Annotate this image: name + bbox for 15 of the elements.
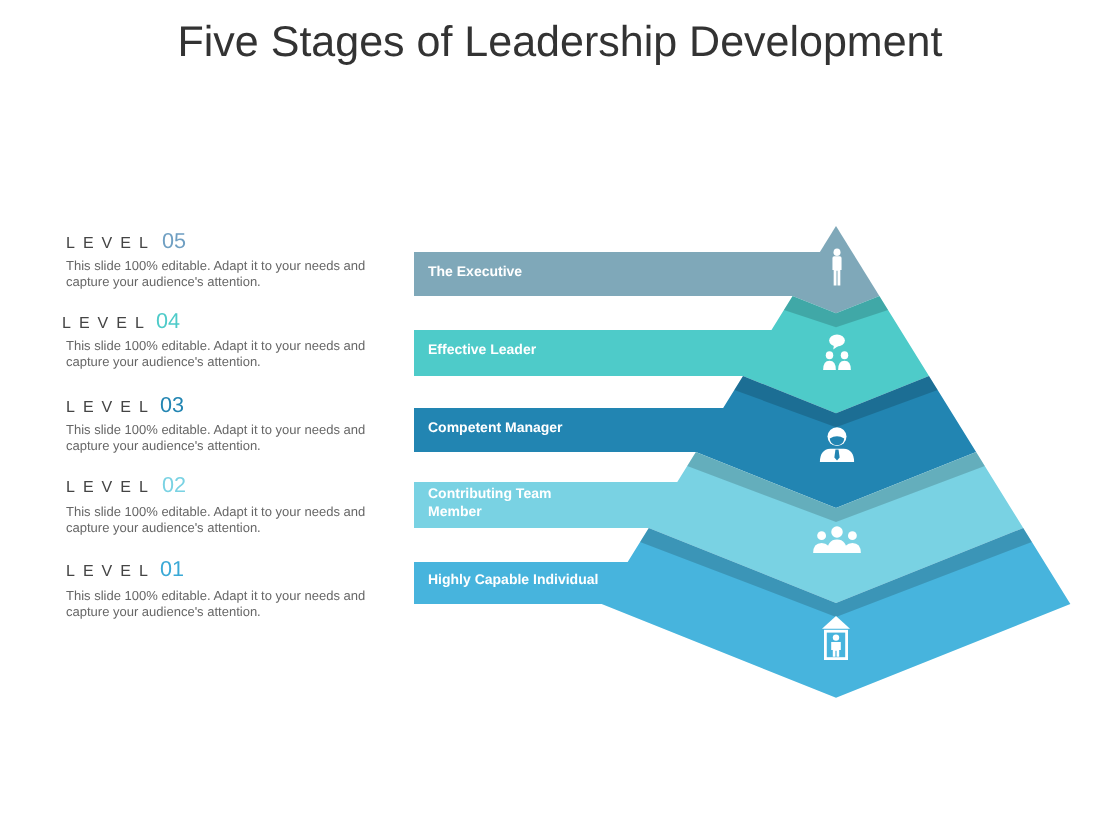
level-number: 05 (162, 231, 187, 253)
level-heading: LEVEL (66, 563, 156, 579)
level-bar (414, 330, 774, 376)
title: Five Stages of Leadership Development (177, 16, 943, 70)
level-heading: LEVEL (62, 316, 152, 332)
level-number: 02 (162, 476, 187, 498)
level-bar (414, 482, 680, 528)
level-number: 03 (160, 395, 185, 417)
level-heading: LEVEL (66, 235, 156, 251)
level-heading: LEVEL (66, 480, 156, 496)
level-number: 01 (160, 559, 185, 581)
level-bar (414, 562, 630, 604)
level-bar (414, 408, 726, 452)
level-heading: LEVEL (66, 399, 156, 415)
level-number: 04 (156, 312, 181, 334)
